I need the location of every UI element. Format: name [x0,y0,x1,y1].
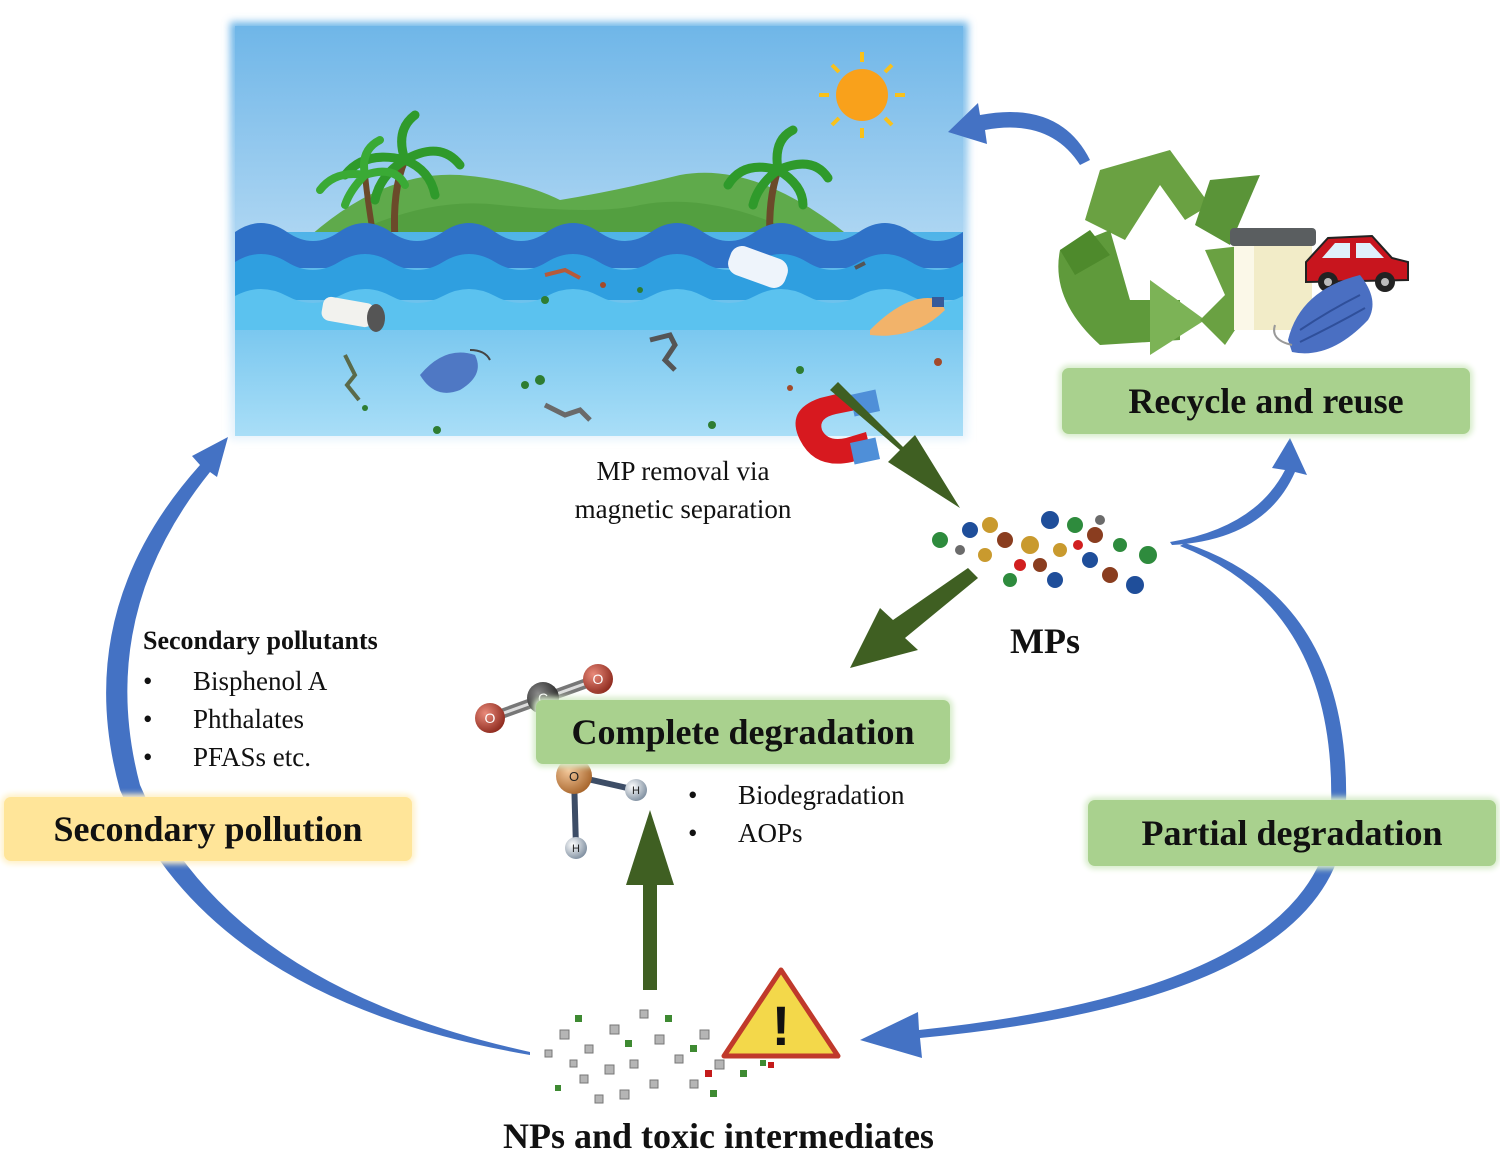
pollutant-item-label: PFASs etc. [193,742,312,772]
complete-degradation-box: Complete degradation [536,700,950,764]
palm-tree-icon [316,110,465,246]
bullet-dot: • [143,666,153,696]
co2-atom-o2: O [593,671,604,687]
recycle-and-reuse-label: Recycle and reuse [1128,381,1404,421]
pollutant-item-label: Bisphenol A [193,666,328,696]
water-atom-h1: H [632,785,640,797]
bullet-dot: • [143,704,153,734]
mps-cluster-icon [932,511,1157,594]
magnetic-caption-line2: magnetic separation [574,494,792,524]
water-molecule-icon: O H H [556,758,647,859]
bullet-dot: • [143,742,153,772]
floating-plastic-debris [321,246,945,422]
jar-icon [1230,228,1316,330]
recycle-and-reuse-box: Recycle and reuse [1062,368,1470,434]
secondary-pollution-label: Secondary pollution [53,809,363,849]
co2-atom-o1: O [485,710,496,726]
sun-icon [819,52,905,138]
magnet-icon [795,389,881,465]
ocean-scene [230,22,968,440]
secondary-pollution-box: Secondary pollution [4,797,412,861]
list-item: • Biodegradation [688,776,904,814]
recycle-icon [1058,150,1260,355]
partial-degradation-box: Partial degradation [1088,800,1496,866]
warning-icon: ! [721,967,841,1059]
secondary-pollutants-list: • Bisphenol A • Phthalates • PFASs etc. [143,662,327,776]
bullet-dot: • [688,780,698,810]
cycle-arrows [106,103,1347,1058]
method-item-label: Biodegradation [738,780,905,810]
bullet-dot: • [688,818,698,848]
warning-symbol: ! [772,994,791,1057]
method-item-label: AOPs [738,818,803,848]
nps-scatter-icon [544,1009,774,1104]
list-item: • AOPs [688,814,904,852]
flow-arrows [626,382,978,990]
complete-degradation-label: Complete degradation [571,712,915,752]
mps-label: MPs [1010,621,1080,661]
co2-atom-c: C [538,690,548,706]
water-atom-o: O [569,769,579,784]
list-item: • Phthalates [143,700,327,738]
nps-label: NPs and toxic intermediates [503,1116,934,1154]
face-mask-icon [1273,275,1373,354]
pollutant-item-label: Phthalates [193,704,304,734]
co2-molecule-icon: O C O [475,664,613,733]
partial-degradation-label: Partial degradation [1141,813,1443,853]
magnetic-separation-caption: MP removal via magnetic separation [548,452,818,528]
list-item: • PFASs etc. [143,738,327,776]
water-atom-h2: H [572,843,580,855]
secondary-pollutants-title: Secondary pollutants [143,626,378,655]
magnetic-caption-line1: MP removal via [596,456,770,486]
degradation-methods-list: • Biodegradation • AOPs [688,776,904,852]
list-item: • Bisphenol A [143,662,327,700]
